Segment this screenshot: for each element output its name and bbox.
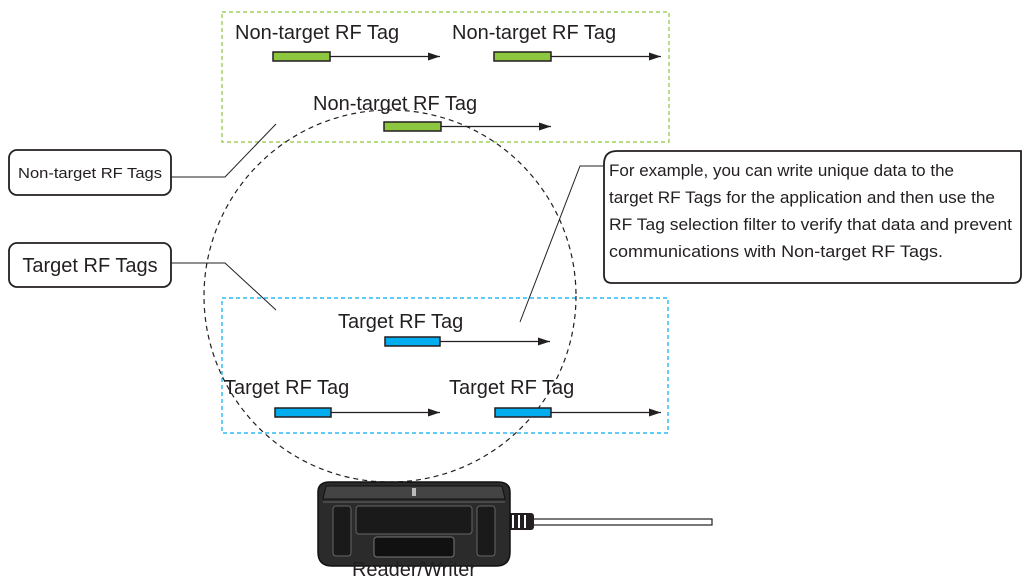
explanation-note: For example, you can write unique data t… (519, 150, 1022, 323)
non-target-tag-1: Non-target RF Tag (235, 22, 440, 62)
callout-leader-line (171, 123, 277, 178)
target-tag-2: Target RF Tag (224, 377, 440, 418)
cable (531, 518, 713, 526)
callout-label: Non-target RF Tags (18, 166, 162, 182)
note-line-3: RF Tag selection filter to verify that d… (609, 215, 1012, 234)
target-tag-1: Target RF Tag (338, 311, 550, 347)
note-line-1: For example, you can write unique data t… (609, 161, 954, 180)
rf-tag-icon (384, 336, 441, 347)
note-line-4: communications with Non-target RF Tags. (609, 242, 943, 261)
non-target-callout: Non-target RF Tags (8, 123, 277, 196)
note-leader-line (519, 165, 604, 323)
rf-tag-icon (494, 407, 552, 418)
rf-tag-icon (272, 51, 331, 62)
rf-tag-icon (383, 121, 442, 132)
target-callout: Target RF Tags (8, 242, 277, 311)
device-label: Reader/Writer (352, 559, 476, 576)
tag-label: Non-target RF Tag (235, 22, 399, 44)
non-target-tag-2: Non-target RF Tag (452, 22, 661, 62)
callout-box (8, 242, 172, 288)
non-target-zone (221, 11, 670, 143)
callout-leader-line (171, 262, 277, 311)
tag-label: Target RF Tag (224, 377, 349, 399)
rf-tag-icon (274, 407, 332, 418)
target-zone (221, 297, 669, 434)
note-line-2: target RF Tags for the application and t… (609, 188, 995, 207)
callout-label: Target RF Tags (22, 255, 157, 277)
callout-box (8, 149, 172, 196)
tag-label: Non-target RF Tag (452, 22, 616, 44)
tag-label: Non-target RF Tag (313, 93, 477, 115)
communication-range-circle (203, 109, 577, 483)
target-tag-3: Target RF Tag (449, 377, 661, 418)
rf-tag-icon (493, 51, 552, 62)
tag-label: Target RF Tag (449, 377, 574, 399)
note-box (603, 150, 1022, 284)
reader-writer-icon: Reader/Writer (317, 481, 713, 576)
tag-label: Target RF Tag (338, 311, 463, 333)
non-target-tag-3: Non-target RF Tag (313, 93, 551, 132)
